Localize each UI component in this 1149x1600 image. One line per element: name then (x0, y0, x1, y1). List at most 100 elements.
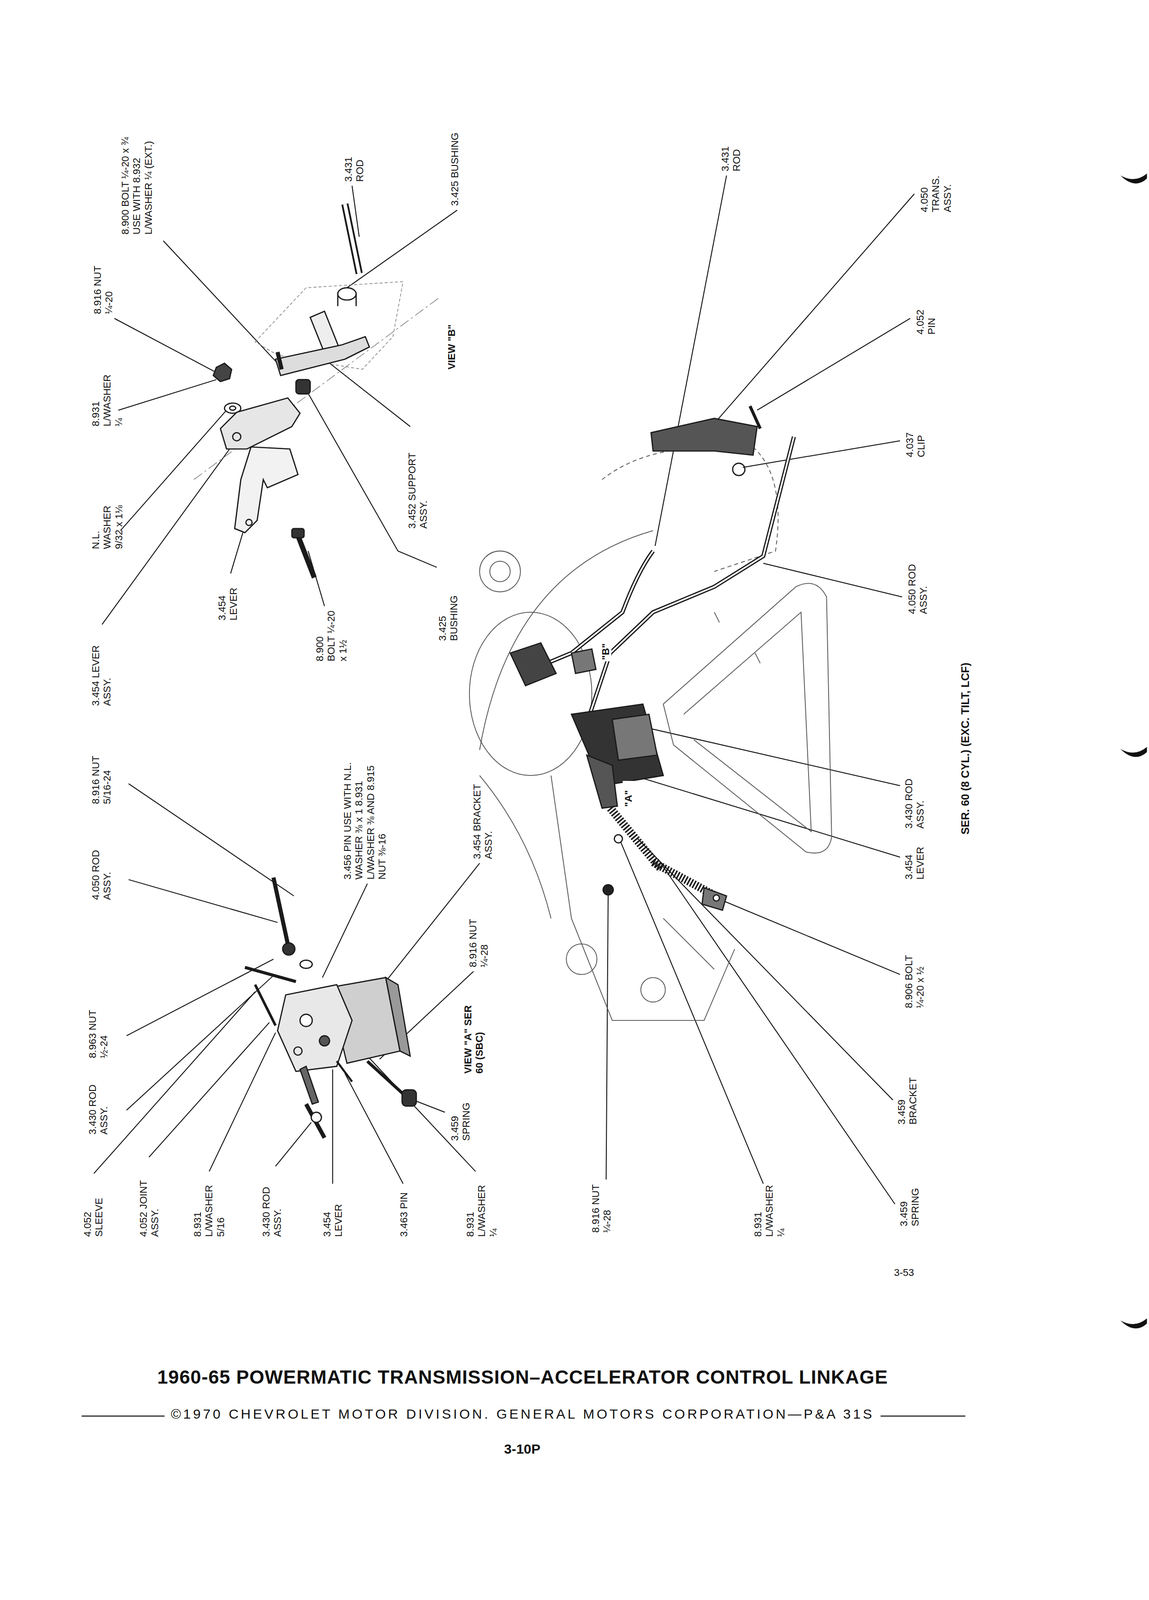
drawing-stroke (128, 783, 295, 896)
callout-label: 8.931 L/WASHER 5/16 (191, 1175, 227, 1237)
callout-label: 3.459 BRACKET (895, 1068, 920, 1125)
drawing-stroke (640, 977, 666, 1003)
drawing-stroke (277, 351, 282, 370)
drawing-stroke (654, 175, 727, 546)
drawing-stroke (606, 891, 609, 1180)
view-label: "A" (622, 780, 635, 809)
callout-label: 3.454 BRACKET ASSY. (471, 777, 495, 860)
drawing-stroke (607, 767, 900, 858)
view-label: "B" (599, 634, 612, 662)
page-number: 3-10P (504, 1441, 541, 1458)
callout-label: 3.430 ROD ASSY. (260, 1170, 284, 1237)
callout-label: 3.431 ROD (719, 130, 743, 172)
drawing-stroke (610, 808, 662, 870)
drawing-stroke (295, 379, 310, 394)
drawing-stroke (571, 649, 596, 674)
drawing-stroke (344, 204, 360, 274)
drawing-stroke (566, 944, 597, 975)
drawing-stroke (120, 409, 227, 531)
drawing-stroke (757, 318, 911, 410)
drawing-stroke (275, 336, 370, 376)
engine-outline (469, 446, 832, 1021)
callout-label: 3.452 SUPPORT ASSY. (406, 430, 430, 529)
drawing-stroke (213, 363, 232, 382)
drawing-stroke (346, 209, 457, 288)
view-label: SER. 60 (8 CYL.) (EXC. TILT, LCF) (959, 528, 972, 835)
drawing-stroke (277, 984, 353, 1072)
drawing-stroke (479, 550, 521, 592)
linkage-parts (510, 405, 795, 910)
drawing-stroke (291, 528, 305, 538)
callout-label: 8.916 NUT 5/16-24 (89, 754, 114, 805)
drawing-stroke (299, 959, 313, 969)
callout-label: 8.931 L/WASHER ¼ (89, 377, 125, 427)
drawing-stroke (324, 359, 411, 427)
drawing-stroke (230, 532, 243, 574)
drawing-stroke (612, 714, 658, 760)
caption: ©1970 CHEVROLET MOTOR DIVISION. GENERAL … (170, 1406, 875, 1423)
callout-label: 8.916 NUT ¼-20 (91, 264, 115, 315)
drawing-stroke (244, 967, 296, 982)
view-label: VIEW "A" SER 60 (SBC) (462, 991, 486, 1074)
drawing-stroke (586, 754, 618, 809)
view-a-parts (244, 877, 417, 1138)
drawing-stroke (273, 877, 288, 945)
drawing-stroke (742, 440, 900, 468)
leader-lines (94, 175, 915, 1204)
drawing-stroke (294, 1046, 303, 1055)
drawing-stroke (663, 918, 715, 970)
drawing-stroke (402, 1089, 417, 1107)
drawing-stroke (589, 436, 795, 715)
drawing-stroke (344, 1073, 404, 1184)
margin-marks (1120, 173, 1147, 1329)
callout-label: 4.052 JOINT ASSY. (137, 1160, 161, 1237)
drawing-stroke (306, 389, 437, 568)
callout-label: 4.052 SLEEVE (81, 1177, 105, 1237)
drawing-stroke (702, 887, 727, 910)
callout-label: 8.900 BOLT ¼-20 x ¾ USE WITH 8.932 L/WAS… (119, 136, 155, 235)
view-label: VIEW "B" (445, 298, 458, 370)
drawing-stroke (149, 1022, 270, 1157)
drawing-stroke (614, 834, 623, 843)
drawing-stroke (1120, 1318, 1147, 1329)
drawing-stroke (354, 1042, 476, 1172)
drawing-stroke (469, 612, 592, 776)
drawing-stroke (716, 898, 900, 975)
drawing-stroke (880, 1415, 965, 1417)
callout-label: 8.931 L/WASHER ¼ (752, 1187, 787, 1237)
drawing-stroke (220, 398, 300, 450)
callout-label: 3.425 BUSHING (436, 569, 460, 641)
callout-label: 3.463 PIN (398, 1175, 410, 1237)
drawing-stroke (245, 519, 252, 526)
drawing-stroke (232, 432, 241, 441)
drawing-stroke (619, 838, 764, 1184)
drawing-stroke (344, 204, 360, 274)
callout-label: 3.430 ROD ASSY. (86, 1073, 110, 1135)
callout-label: 3.454 LEVER (216, 577, 240, 621)
drawing-stroke (81, 1415, 165, 1417)
drawing-stroke (298, 535, 315, 578)
drawing-stroke (658, 859, 895, 1204)
callout-label: 8.916 NUT ¼-28 (467, 918, 491, 968)
callout-label: 3.431 ROD (342, 140, 366, 182)
drawing-stroke (299, 1014, 313, 1027)
drawing-stroke (311, 1112, 322, 1123)
drawing-stroke (234, 446, 298, 533)
drawing-stroke (637, 838, 893, 1100)
callout-label: 3.430 ROD ASSY. (903, 767, 927, 829)
callout-label: 4.050 TRANS. ASSY. (918, 150, 954, 213)
callout-label: 3.456 PIN USE WITH N.L. WASHER ⅜ x 1 8.9… (341, 757, 388, 880)
drawing-stroke (663, 583, 832, 853)
view-b-parts (194, 204, 440, 578)
drawing-stroke (299, 1066, 319, 1105)
callout-label: 8.900 BOLT ¼-20 x 1½ (314, 610, 349, 662)
callout-label: 8.916 NUT ¼-28 (589, 1183, 614, 1233)
drawing-stroke (510, 642, 557, 686)
drawing-stroke (550, 775, 735, 1021)
title: 1960-65 POWERMATIC TRANSMISSION–ACCELERA… (157, 1366, 889, 1389)
drawing-stroke (1120, 173, 1147, 184)
callout-label: 3.454 LEVER (903, 836, 927, 880)
drawing-stroke (385, 977, 411, 1057)
callout-label: 3.454 LEVER ASSY. (89, 628, 114, 706)
